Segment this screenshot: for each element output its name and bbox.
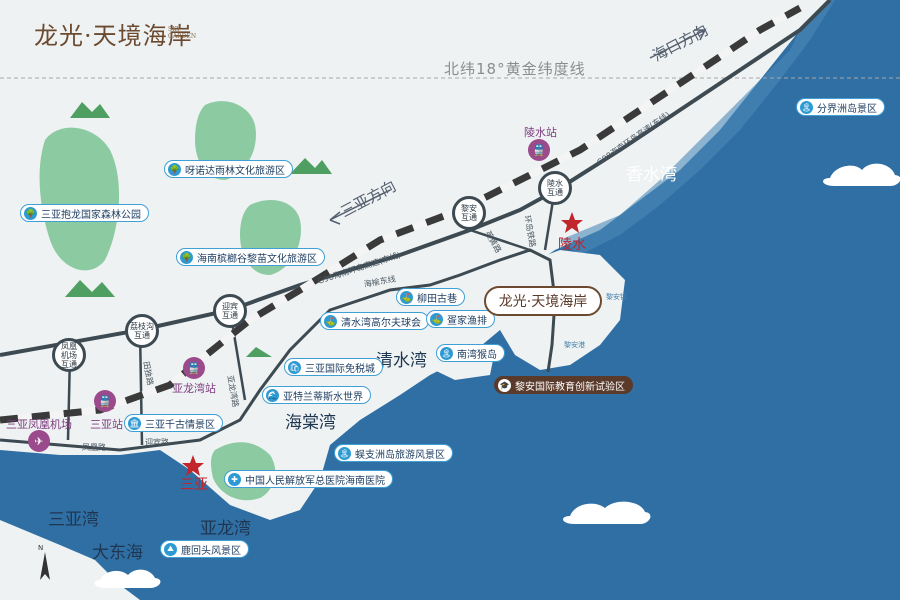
bay-qingshui: 清水湾 [376, 351, 427, 371]
tree-icon: 🌳 [24, 206, 37, 220]
sanya-station-label: 三亚站 [90, 418, 123, 431]
boat-icon: ⛳ [430, 312, 443, 326]
cloud-1 [823, 163, 900, 186]
poi-qingshui-golf: ⛳清水湾高尔夫球会 [320, 312, 429, 330]
compass: N [38, 544, 52, 582]
railway-dashes [0, 4, 802, 424]
interchange-lingshui: 陵水互通 [538, 171, 572, 205]
interchange-lian: 黎安互通 [452, 196, 486, 230]
graduation-cap-icon: 🎓 [498, 378, 511, 392]
tree-icon: 🌳 [168, 162, 181, 176]
poi-wuzhizhou: 🏝蜈支洲岛旅游风景区 [334, 444, 453, 462]
lingshui-station-label: 陵水站 [524, 126, 557, 139]
island-icon: 🏝 [800, 100, 813, 114]
latitude-label: 北纬18°黄金纬度线 [444, 60, 586, 78]
island-icon: 🏝 [338, 446, 351, 460]
interchange-lizhigou: 荔枝沟互通 [125, 314, 159, 348]
sanya-star [182, 455, 204, 476]
poi-hospital: ✚中国人民解放军总医院海南医院 [224, 470, 393, 488]
brand-subtitle: SKY GARDEN [168, 26, 197, 40]
bay-haitang: 海棠湾 [285, 413, 336, 433]
brand-title: 龙光·天境海岸 [34, 22, 193, 50]
mountain-2 [290, 158, 332, 174]
poi-fenjiezhou: 🏝分界洲岛景区 [796, 98, 885, 116]
wave-icon: 🌊 [266, 388, 279, 402]
mountain-3 [65, 280, 115, 297]
mountain-icon: ⛰ [164, 542, 177, 556]
interchange-fenghuang: 凤凰机场互通 [52, 338, 86, 372]
haikou-arrow [649, 28, 707, 59]
golf-icon: ⛳ [324, 314, 337, 328]
poi-atlantis: 🌊亚特兰蒂斯水世界 [262, 386, 371, 404]
bay-sanyawan: 三亚湾 [48, 510, 99, 530]
city-lingshui: 陵水 [558, 237, 586, 253]
airport-icon: ✈ [28, 430, 50, 452]
lingshui-station-icon: 🚆 [528, 139, 550, 161]
poi-yanoda: 🌳呀诺达雨林文化旅游区 [164, 160, 293, 178]
mountain-1 [70, 102, 110, 118]
place-lian-town: 黎安镇 [606, 293, 627, 301]
forest-baolong [39, 127, 120, 271]
bay-yalongwan: 亚龙湾 [200, 519, 251, 539]
cloud-2 [563, 501, 651, 524]
interchange-yingbin: 迎宾互通 [213, 294, 247, 328]
sea-shallow [560, 0, 835, 255]
poi-qianguqing: 🏛三亚千古情景区 [124, 414, 223, 432]
poi-luhuitou: ⛰鹿回头风景区 [160, 540, 249, 558]
compass-arrow-icon [40, 552, 50, 580]
poi-binglang: 🌳海南槟榔谷黎苗文化旅游区 [176, 248, 325, 266]
island-icon: 🏝 [440, 346, 453, 360]
poi-danjia: ⛳疍家渔排 [426, 310, 495, 328]
bay-xiangshui: 香水湾 [626, 165, 677, 185]
poi-baolong: 🌳三亚抱龙国家森林公园 [20, 204, 149, 222]
tree-icon: 🌳 [180, 250, 193, 264]
poi-dutyfree: 🛍三亚国际免税城 [284, 358, 383, 376]
poi-liutian: ⛳柳田古巷 [396, 288, 465, 306]
yalongwan-station-label: 亚龙湾站 [172, 382, 216, 395]
coastal-road [0, 248, 557, 452]
bay-dadonghai: 大东海 [92, 543, 143, 563]
poi-nanwan-monkey: 🏝南湾猴岛 [436, 344, 505, 362]
place-lian-port: 黎安港 [564, 341, 585, 349]
airport-label: 三亚凤凰机场 [6, 418, 72, 431]
shopping-icon: 🛍 [288, 360, 301, 374]
city-sanya: 三亚 [180, 477, 208, 493]
yalongwan-station-icon: 🚆 [183, 357, 205, 379]
project-marker: 龙光·天境海岸 [484, 286, 602, 316]
lingshui-star [561, 212, 583, 233]
hospital-icon: ✚ [228, 472, 241, 486]
local-road-4 [469, 228, 531, 252]
sanya-arrow [329, 189, 391, 225]
temple-icon: 🏛 [128, 416, 141, 430]
cloud-3 [94, 569, 161, 588]
mountain-4 [246, 347, 272, 357]
sanya-station-icon: 🚆 [94, 390, 116, 412]
poi-lian-education: 🎓黎安国际教育创新试验区 [494, 376, 633, 394]
golf-icon: ⛳ [400, 290, 413, 304]
hwy-road4: 迎宾路 [145, 438, 169, 447]
hwy-road3: 凤凰路 [82, 443, 106, 452]
